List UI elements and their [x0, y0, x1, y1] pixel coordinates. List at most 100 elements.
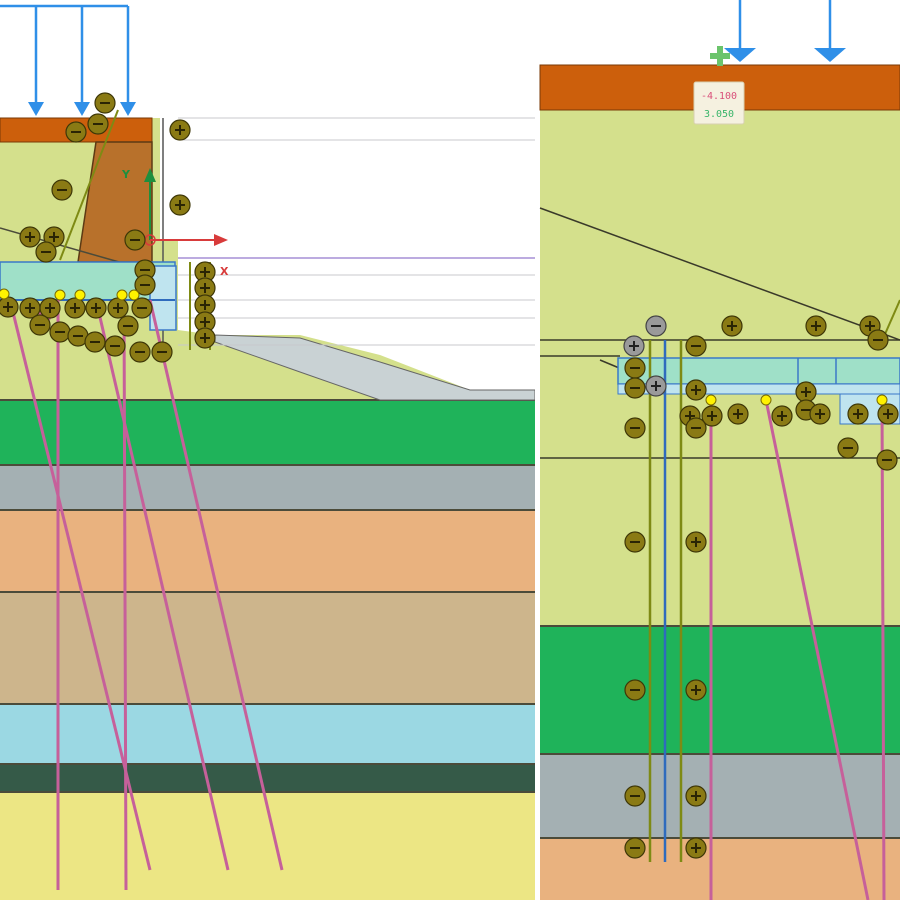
- node-minus-icon: [624, 837, 646, 859]
- node-plus-icon: [19, 226, 41, 248]
- load-arrow-icon: [74, 6, 90, 116]
- node-minus-icon: [65, 121, 87, 143]
- node-minus-icon: [35, 241, 57, 263]
- green-soil-layer: [0, 400, 535, 465]
- dark-green-soil-layer: [0, 764, 535, 792]
- anchor-tendon: [94, 299, 230, 871]
- coordinate-axes: Y X: [121, 168, 229, 278]
- left-model-view[interactable]: Y X: [0, 0, 536, 900]
- right-green-soil-layer: [540, 626, 900, 754]
- node-plus-icon: [727, 403, 749, 425]
- coord-y-readout: 3.050: [704, 109, 734, 120]
- grey-node-icon: [645, 375, 667, 397]
- node-plus-icon: [85, 297, 107, 319]
- node-minus-icon: [117, 315, 139, 337]
- light-blue-soil-layer: [0, 704, 535, 764]
- node-minus-icon: [624, 357, 646, 379]
- yellow-point-marker: [760, 394, 772, 406]
- anchor-tendon: [148, 299, 284, 871]
- right-node-group: [623, 315, 899, 859]
- node-minus-icon: [129, 341, 151, 363]
- node-plus-icon: [805, 315, 827, 337]
- right-model-view[interactable]: -4.100 3.050: [539, 0, 900, 900]
- node-plus-icon: [107, 297, 129, 319]
- node-plus-icon: [795, 381, 817, 403]
- distributed-load[interactable]: [0, 4, 136, 116]
- node-plus-icon: [685, 785, 707, 807]
- right-yellow-point-group: [705, 394, 888, 406]
- load-arrow-icon: [724, 0, 756, 62]
- right-cap-base: [617, 383, 900, 395]
- node-plus-icon: [721, 315, 743, 337]
- right-orange-soil-layer: [540, 838, 900, 900]
- node-plus-icon: [64, 297, 86, 319]
- x-axis-label: X: [220, 265, 229, 278]
- anchor-tendon: [764, 399, 870, 900]
- right-wall-members: [648, 340, 683, 862]
- panel-divider: [535, 0, 540, 900]
- node-minus-icon: [94, 92, 116, 114]
- node-minus-icon: [134, 259, 156, 281]
- yellow-point-marker: [54, 289, 66, 301]
- node-minus-icon: [867, 329, 889, 351]
- node-plus-icon: [169, 194, 191, 216]
- yellow-point-group: [0, 288, 140, 301]
- node-minus-icon: [624, 417, 646, 439]
- yellow-point-marker: [74, 289, 86, 301]
- node-minus-icon: [624, 377, 646, 399]
- node-plus-icon: [809, 403, 831, 425]
- node-plus-icon: [685, 379, 707, 401]
- move-cursor-icon: [710, 46, 730, 66]
- yellow-point-marker: [0, 288, 10, 300]
- guide-lines: [178, 117, 535, 346]
- node-plus-icon: [701, 405, 723, 427]
- coordinate-tooltip: -4.100 3.050: [693, 46, 745, 125]
- node-plus-icon: [194, 277, 216, 299]
- yellow-point-marker: [705, 394, 717, 406]
- node-minus-icon: [87, 113, 109, 135]
- node-plus-icon: [685, 837, 707, 859]
- geogrid-line: [59, 109, 119, 261]
- x-axis-arrow-icon: [214, 234, 228, 246]
- node-minus-icon: [624, 679, 646, 701]
- y-axis-arrow-icon: [144, 168, 156, 182]
- node-minus-icon: [124, 229, 146, 251]
- load-arrow-icon: [814, 0, 846, 62]
- grey-soil-layer: [0, 465, 535, 510]
- node-minus-icon: [624, 785, 646, 807]
- node-minus-icon: [685, 417, 707, 439]
- node-minus-icon: [876, 449, 898, 471]
- node-plus-icon: [771, 405, 793, 427]
- layer-boundaries: [0, 399, 535, 793]
- grey-node-icon: [623, 335, 645, 357]
- right-anchor-group: [709, 399, 886, 900]
- right-distributed-load[interactable]: [724, 0, 846, 62]
- node-group: [0, 92, 216, 363]
- node-plus-icon: [0, 296, 19, 318]
- node-minus-icon: [685, 335, 707, 357]
- yellow-point-marker: [876, 394, 888, 406]
- node-minus-icon: [837, 437, 859, 459]
- node-plus-icon: [39, 297, 61, 319]
- node-minus-icon: [151, 341, 173, 363]
- node-plus-icon: [847, 403, 869, 425]
- node-minus-icon: [104, 335, 126, 357]
- grey-node-icon: [645, 315, 667, 337]
- node-minus-icon: [51, 179, 73, 201]
- node-plus-icon: [685, 531, 707, 553]
- node-minus-icon: [134, 274, 156, 296]
- yellow-point-marker: [128, 289, 140, 301]
- load-arrow-icon: [120, 6, 136, 116]
- anchor-tendon: [122, 299, 128, 891]
- anchor-tendon: [880, 399, 886, 900]
- node-plus-icon: [194, 327, 216, 349]
- excavation-void: [178, 118, 535, 390]
- anchor-group: [8, 299, 284, 891]
- yellow-point-marker: [116, 289, 128, 301]
- node-minus-icon: [624, 531, 646, 553]
- node-plus-icon: [169, 119, 191, 141]
- load-arrow-icon: [28, 6, 44, 116]
- node-minus-icon: [49, 321, 71, 343]
